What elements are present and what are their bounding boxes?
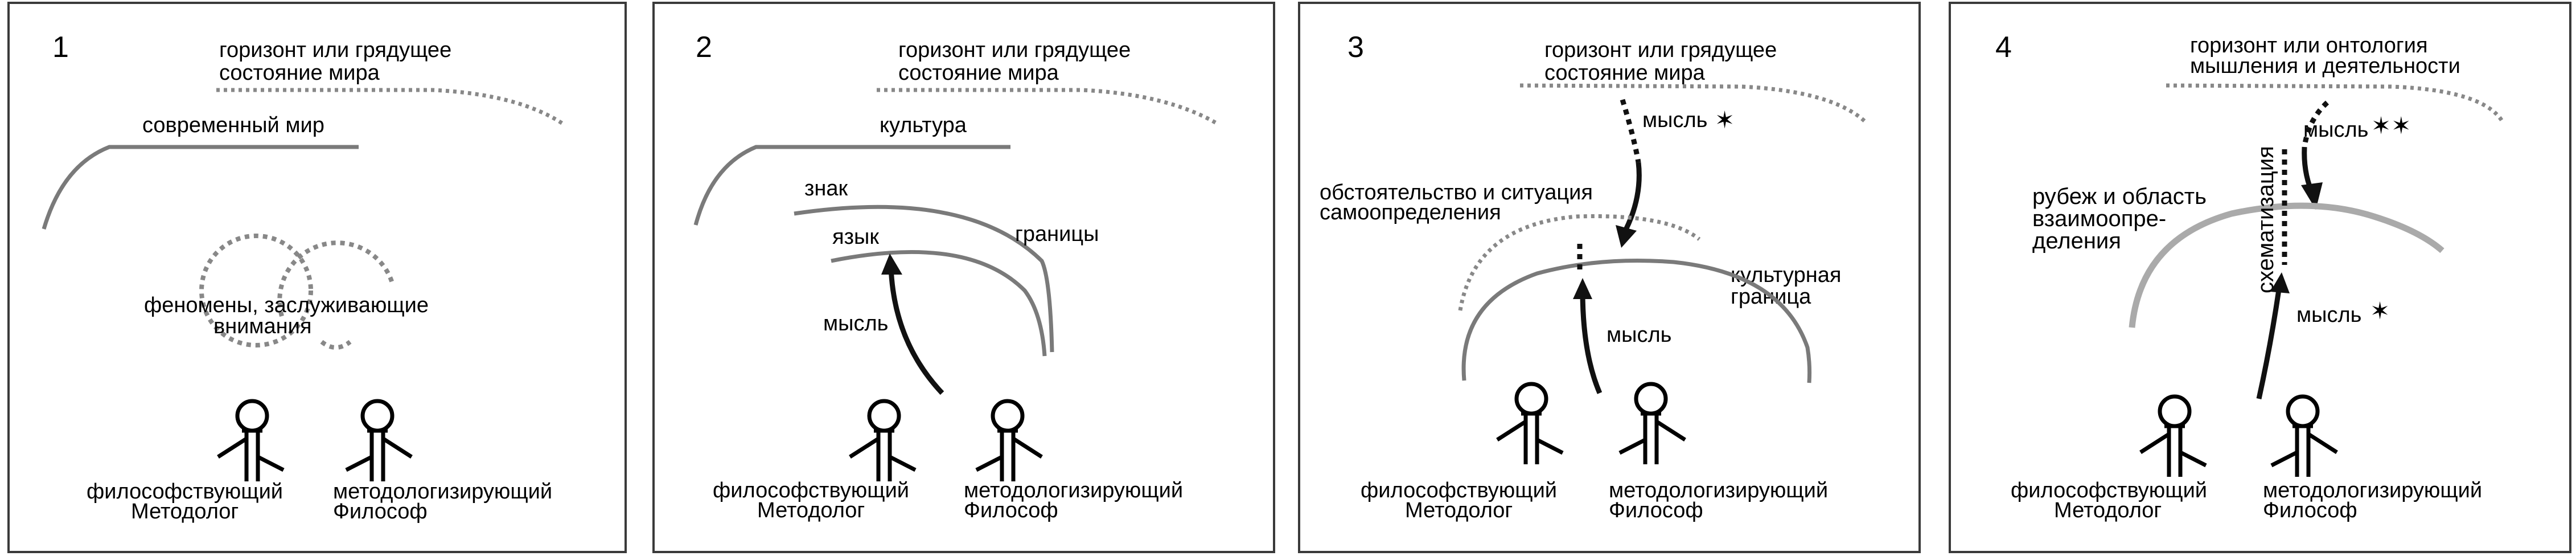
panel-3-thought-top-arrowhead — [1616, 225, 1637, 248]
panel-2-horizon-line2: состояние мира — [898, 61, 1059, 85]
panel-4-frontier-arc — [2129, 202, 2444, 328]
panel-1-world-label: современный мир — [142, 113, 324, 137]
panel-4-star-bottom: ✶ — [2370, 297, 2390, 324]
panel-3-thought-bottom-label: мысль — [1607, 323, 1671, 347]
panel-2-person-right-icon — [975, 401, 1043, 481]
panel-4-thought-top-dashed — [2302, 100, 2330, 148]
panel-3-person-left-line1: философствующий — [1361, 479, 1557, 502]
panel-2-language-label: язык — [832, 225, 879, 249]
panel-1-horizon-line1: горизонт или грядущее — [219, 38, 451, 62]
panel-1-person-left-icon — [217, 401, 285, 481]
panel-2-person-left-icon — [849, 401, 917, 481]
panel-2-horizon-line1: горизонт или грядущее — [898, 38, 1131, 62]
panel-1-horizon-line2: состояние мира — [219, 61, 380, 85]
panel-4-horizon-curve — [2166, 83, 2504, 122]
panel-1-person-right-icon — [345, 401, 413, 481]
panel-2-thought-arrow — [888, 266, 944, 395]
panel-1-person-right-line2: Философ — [333, 500, 428, 524]
panel-3-thought-top-dashed — [1620, 99, 1641, 163]
panel-3-circumstance-line2: самоопределения — [1320, 201, 1501, 224]
panel-3-horizon-curve — [1519, 83, 1868, 124]
panel-2-horizon-curve — [877, 88, 1219, 126]
panel-2: 2 горизонт или грядущее состояние мира к… — [652, 2, 1275, 553]
panel-3-circumstance-arc — [1458, 214, 1701, 311]
panel-2-thought-arrowhead — [881, 254, 902, 275]
panel-3-person-right-line2: Философ — [1609, 498, 1703, 522]
panel-3-culture-border-arc — [1461, 259, 1812, 383]
panel-1-phenomenon-circle-left — [199, 234, 313, 348]
panel-4-person-right-icon — [2270, 396, 2338, 477]
panel-3-horizon-line1: горизонт или грядущее — [1544, 38, 1777, 62]
panel-3-thought-bottom-arrowhead — [1573, 278, 1592, 299]
panel-2-culture-arc — [693, 145, 1010, 226]
panel-4-thought-top-arrowhead — [2301, 182, 2323, 210]
panel-1-phenomenon-circle-right-tail — [320, 340, 352, 350]
panel-3-horizon-line2: состояние мира — [1544, 61, 1706, 85]
panel-2-number: 2 — [696, 31, 712, 64]
panel-3-thought-top-arrow — [1622, 162, 1642, 232]
panel-3: 3 горизонт или грядущее состояние мира м… — [1298, 2, 1921, 553]
panel-3-frame — [1298, 2, 1921, 553]
panel-1-world-arc — [42, 145, 359, 230]
panel-3-thought-top-label: мысль — [1642, 108, 1707, 132]
panel-4-star-top: ✶✶ — [2371, 112, 2411, 139]
panel-4-person-left-line1: философствующий — [2011, 479, 2207, 502]
panel-4-frame — [1949, 2, 2571, 553]
panel-1-number: 1 — [52, 31, 69, 64]
panel-2-person-left-line1: философствующий — [713, 479, 909, 502]
panel-1: 1 горизонт или грядущее состояние мира с… — [7, 2, 627, 553]
panel-4-thought-bottom-arrowhead — [2270, 272, 2290, 293]
panel-1-frame — [7, 2, 627, 553]
panel-4-schematization-label: схематизация — [2253, 146, 2278, 293]
panel-4-frontier-line3: деления — [2032, 228, 2121, 254]
panel-4-frontier-line1: рубеж и область — [2032, 184, 2207, 209]
panel-4-person-right-line2: Философ — [2263, 498, 2357, 522]
panel-3-thought-bottom-arrow — [1580, 290, 1603, 394]
panel-4-person-right-line1: методологизирующий — [2263, 479, 2482, 502]
panel-4-horizon-line1: горизонт или онтология — [2190, 34, 2428, 58]
panel-4-frontier-line2: взаимоопре- — [2032, 206, 2166, 231]
panel-3-person-left-icon — [1496, 384, 1564, 464]
panel-2-frame — [652, 2, 1275, 553]
panel-2-sign-arc — [794, 205, 1054, 353]
panel-4-thought-bottom-label: мысль — [2296, 303, 2361, 327]
panel-4-person-left-icon — [2139, 396, 2207, 477]
panel-3-circumstance-line1: обстоятельство и ситуация — [1320, 181, 1593, 205]
panel-3-person-right-line1: методологизирующий — [1609, 479, 1828, 502]
panel-2-borders-label: границы — [1015, 222, 1099, 246]
panel-1-phenomena-line1: феномены, заслуживающие — [144, 293, 429, 317]
panel-3-person-right-icon — [1618, 384, 1686, 464]
panel-3-number: 3 — [1347, 31, 1364, 64]
panel-4-horizon-line2: мышления и деятельности — [2190, 54, 2460, 78]
panel-2-sign-label: знак — [804, 177, 848, 201]
panel-2-thought-label: мысль — [823, 312, 888, 336]
panel-2-language-arc — [831, 250, 1047, 357]
panel-2-person-right-line2: Философ — [964, 498, 1058, 522]
panel-4-thought-bottom-arrow — [2256, 281, 2283, 399]
panel-1-person-left-line2: Методолог — [131, 500, 239, 524]
panel-1-person-right-line1: методологизирующий — [333, 480, 552, 504]
panel-3-star-top: ✶ — [1715, 107, 1735, 133]
panel-2-person-left-line2: Методолог — [757, 498, 865, 522]
panel-4-person-left-line2: Методолог — [2054, 498, 2162, 522]
panel-1-person-left-line1: философствующий — [87, 480, 283, 504]
panel-3-person-left-line2: Методолог — [1405, 498, 1513, 522]
panel-2-person-right-line1: методологизирующий — [964, 479, 1183, 502]
panel-4-number: 4 — [1995, 31, 2012, 64]
panel-4: 4 горизонт или онтология мышления и деят… — [1949, 2, 2571, 553]
panel-2-culture-label: культура — [880, 113, 967, 137]
panel-1-phenomena-line2: внимания — [213, 314, 311, 338]
